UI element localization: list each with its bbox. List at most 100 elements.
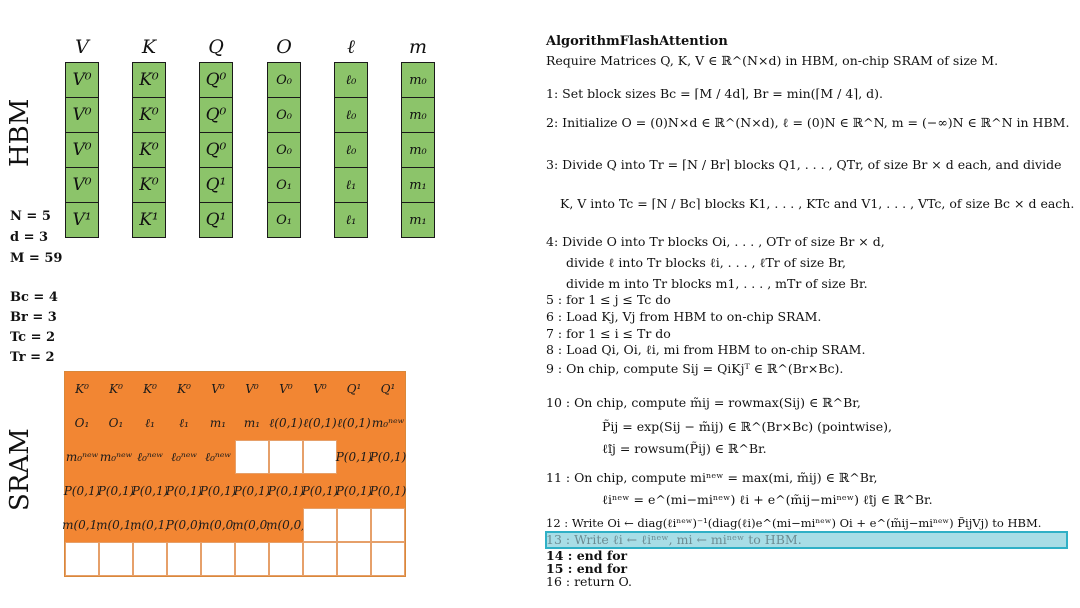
sram-cell: ℓ₀ⁿᵉʷ xyxy=(167,440,201,474)
sram-cell: V⁰ xyxy=(235,372,269,406)
sram-empty-cell xyxy=(303,542,337,576)
hbm-cell: Q⁰ xyxy=(199,62,233,98)
sram-cell: V⁰ xyxy=(303,372,337,406)
sram-cell: P(0,1) xyxy=(336,440,372,474)
sram-cell: K⁰ xyxy=(167,372,201,406)
hbm-cell: V⁰ xyxy=(65,62,99,98)
algo-line-6: 6 : Load Kj, Vj from HBM to on-chip SRAM… xyxy=(546,309,822,324)
hbm-cell: ℓ₁ xyxy=(334,167,368,203)
hbm-cell: ℓ₀ xyxy=(334,132,368,168)
sram-empty-cell xyxy=(371,508,405,542)
sram-cell: m₁ xyxy=(235,406,269,440)
hbm-cell: K¹ xyxy=(132,202,166,238)
algo-line-10c: ℓ̃ij = rowsum(P̃ij) ∈ ℝ^Br. xyxy=(602,441,767,456)
sram-cell: P(0,1) xyxy=(336,474,372,508)
sram-empty-cell xyxy=(303,440,337,474)
hbm-cell: m₁ xyxy=(401,167,435,203)
algo-line-16: 16 : return O. xyxy=(546,574,632,589)
sram-cell: ℓ(0,1) xyxy=(303,406,337,440)
hbm-cell: K⁰ xyxy=(132,167,166,203)
hbm-cell: ℓ₀ xyxy=(334,62,368,98)
sram-label: SRAM xyxy=(5,428,35,511)
sram-cell: P(0,1) xyxy=(268,474,304,508)
highlighted-step xyxy=(545,531,1068,549)
sram-cell: m₀ⁿᵉʷ xyxy=(371,406,405,440)
hbm-cell: Q⁰ xyxy=(199,132,233,168)
algo-line-10: 10 : On chip, compute m̃ij = rowmax(Sij)… xyxy=(546,395,861,410)
param-m: M = 59 xyxy=(10,251,63,266)
hbm-cell: ℓ₀ xyxy=(334,97,368,133)
hbm-column-header: K xyxy=(141,36,157,58)
sram-cell: ℓ₁ xyxy=(167,406,201,440)
sram-cell: P(0,1) xyxy=(370,440,406,474)
algo-line-12: 12 : Write Oi ← diag(ℓiⁿᵉʷ)⁻¹(diag(ℓi)e^… xyxy=(546,516,1042,530)
hbm-cell: O₁ xyxy=(267,202,301,238)
algo-line-14: 14 : end for xyxy=(546,548,628,563)
hbm-cell: m₁ xyxy=(401,202,435,238)
sram-empty-cell xyxy=(167,542,201,576)
sram-cell: P(0,1) xyxy=(98,474,134,508)
algorithm-title: AlgorithmFlashAttention xyxy=(546,34,728,49)
algo-line-3b: K, V into Tc = ⌈N / Bc⌉ blocks K1, . . .… xyxy=(560,196,1075,211)
hbm-cell: O₀ xyxy=(267,62,301,98)
hbm-cell: Q¹ xyxy=(199,202,233,238)
sram-cell: ℓ₁ xyxy=(133,406,167,440)
param-bc: Bc = 4 xyxy=(10,290,58,305)
hbm-cell: K⁰ xyxy=(132,97,166,133)
algorithm-require: Require Matrices Q, K, V ∈ ℝ^(N×d) in HB… xyxy=(546,53,999,68)
hbm-cell: O₁ xyxy=(267,167,301,203)
sram-cell: m(0,1) xyxy=(96,508,136,542)
hbm-cell: m₀ xyxy=(401,132,435,168)
sram-cell: P(0,1) xyxy=(166,474,202,508)
sram-empty-cell xyxy=(201,542,235,576)
sram-cell: K⁰ xyxy=(133,372,167,406)
hbm-cell: V⁰ xyxy=(65,167,99,203)
sram-empty-cell xyxy=(303,508,337,542)
hbm-cell: V⁰ xyxy=(65,132,99,168)
sram-empty-cell xyxy=(65,542,99,576)
sram-cell: ℓ(0,1) xyxy=(337,406,371,440)
hbm-cell: O₀ xyxy=(267,97,301,133)
sram-empty-cell xyxy=(269,440,303,474)
algo-line-10b: P̃ij = exp(Sij − m̃ij) ∈ ℝ^(Br×Bc) (poin… xyxy=(602,419,892,434)
algo-line-4c: divide m into Tr blocks m1, . . . , mTr … xyxy=(566,276,868,291)
sram-empty-cell xyxy=(235,542,269,576)
hbm-column-header: ℓ xyxy=(347,36,355,58)
param-br: Br = 3 xyxy=(10,310,57,325)
sram-cell: m(0,0) xyxy=(232,508,272,542)
hbm-cell: K⁰ xyxy=(132,62,166,98)
sram-cell: m(0,1) xyxy=(130,508,170,542)
param-n: N = 5 xyxy=(10,209,51,224)
algo-line-13-text: 13 : Write ℓi ← ℓiⁿᵉʷ, mi ← miⁿᵉʷ to HBM… xyxy=(546,532,802,547)
hbm-column-header: m xyxy=(408,36,428,58)
hbm-cell: K⁰ xyxy=(132,132,166,168)
sram-cell: K⁰ xyxy=(99,372,133,406)
hbm-label: HBM xyxy=(5,98,35,167)
hbm-column-header: V xyxy=(75,36,89,58)
sram-empty-cell xyxy=(235,440,269,474)
sram-cell: Q¹ xyxy=(371,372,405,406)
algo-line-5: 5 : for 1 ≤ j ≤ Tc do xyxy=(546,292,671,307)
sram-empty-cell xyxy=(133,542,167,576)
hbm-cell: m₀ xyxy=(401,97,435,133)
algo-line-15: 15 : end for xyxy=(546,561,628,576)
hbm-cell: Q⁰ xyxy=(199,97,233,133)
hbm-cell: ℓ₁ xyxy=(334,202,368,238)
sram-empty-cell xyxy=(371,542,405,576)
param-d: d = 3 xyxy=(10,230,49,245)
sram-cell: O₁ xyxy=(99,406,133,440)
sram-cell: m(0,0) xyxy=(198,508,238,542)
algo-line-4: 4: Divide O into Tr blocks Oi, . . . , O… xyxy=(546,234,885,249)
algo-line-11b: ℓiⁿᵉʷ = e^(mi−miⁿᵉʷ) ℓi + e^(m̃ij−miⁿᵉʷ)… xyxy=(602,492,933,507)
sram-cell: P(0,0) xyxy=(166,508,202,542)
sram-cell: m₀ⁿᵉʷ xyxy=(65,440,99,474)
param-tc: Tc = 2 xyxy=(10,330,56,345)
sram-cell: V⁰ xyxy=(201,372,235,406)
sram-cell: Q¹ xyxy=(337,372,371,406)
algo-line-4b: divide ℓ into Tr blocks ℓi, . . . , ℓTr … xyxy=(566,255,846,270)
hbm-cell: V¹ xyxy=(65,202,99,238)
